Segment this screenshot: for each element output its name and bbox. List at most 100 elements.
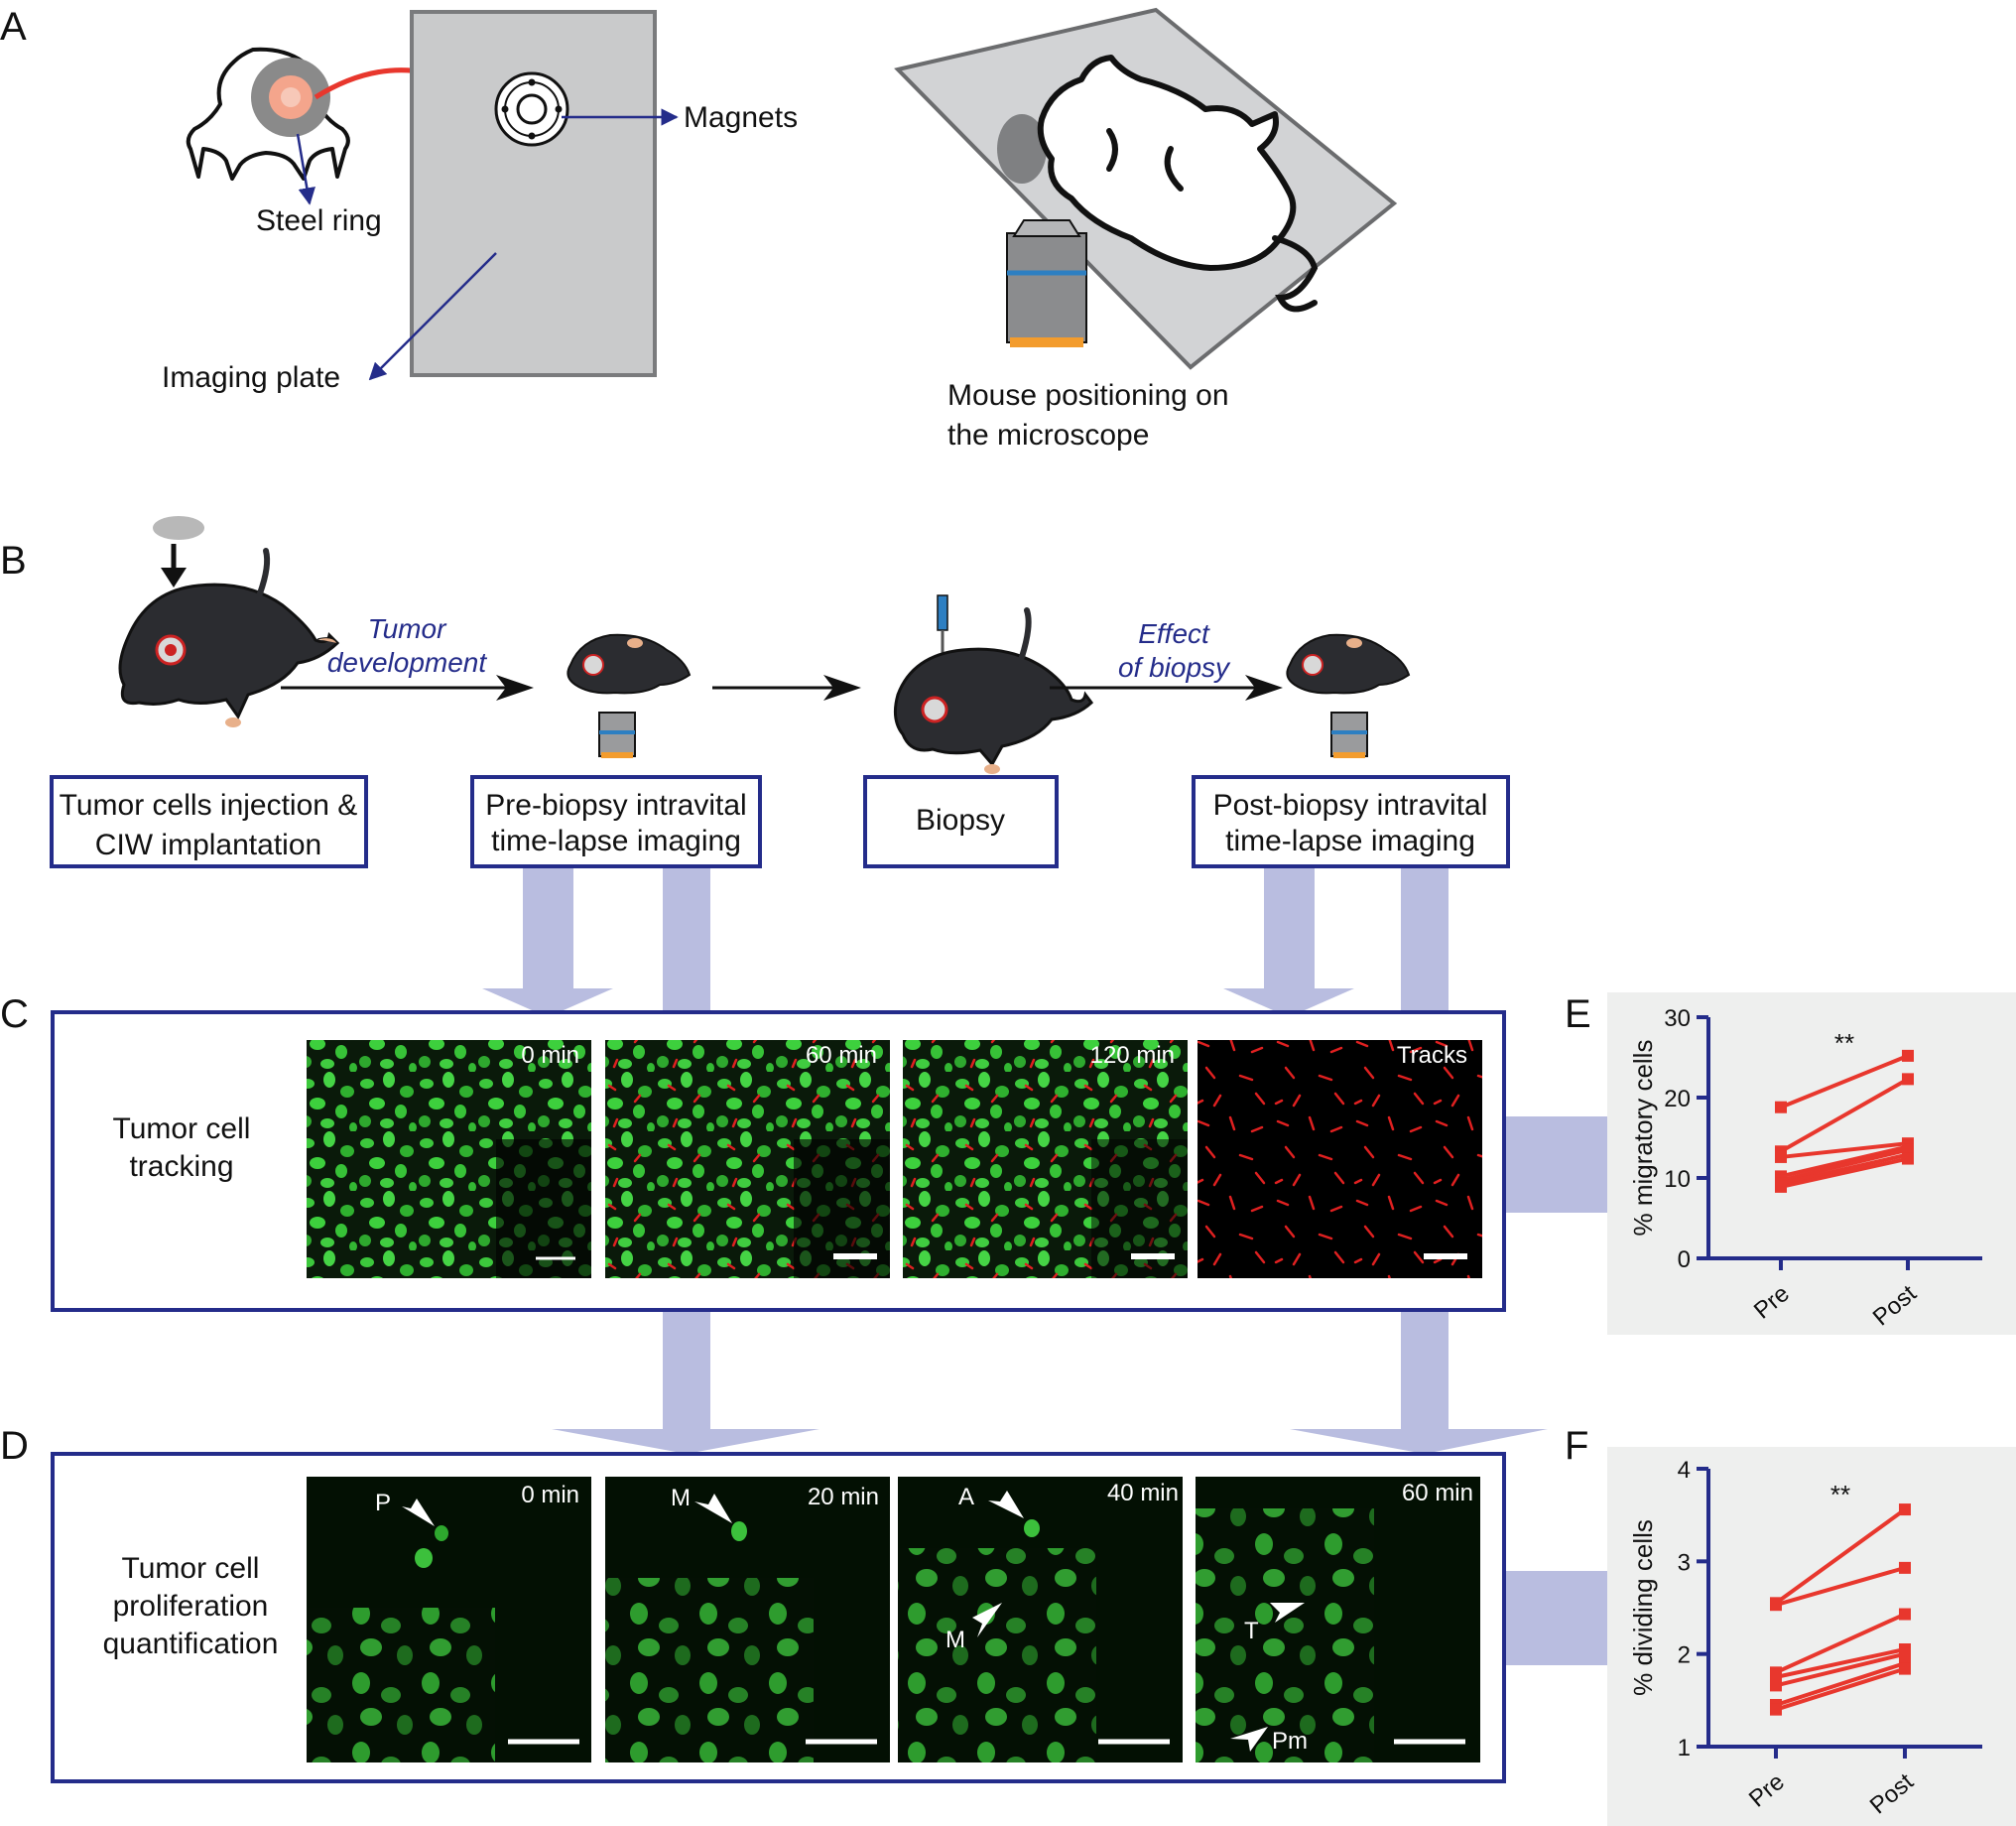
series-line-2 <box>1775 1565 1906 1608</box>
significance-label: ** <box>1830 1480 1850 1509</box>
steel-ring-label: Steel ring <box>256 204 382 237</box>
series-line-3 <box>1780 1141 1909 1159</box>
data-point-pre-7 <box>1775 1180 1787 1193</box>
mouse-positioning-label-line2: the microscope <box>947 419 1149 452</box>
box-pre-biopsy-imaging: Pre-biopsy intravital time-lapse imaging <box>470 775 762 868</box>
tracking-image-120min-label: 120 min <box>1090 1042 1175 1069</box>
arrowhead-t-icon <box>1270 1603 1305 1623</box>
tumor-development-label-line2: development <box>327 647 488 678</box>
microscope-setup-illustration <box>894 7 1398 370</box>
panel-letter-f: F <box>1565 1424 1588 1468</box>
tracking-image-60min-label: 60 min <box>806 1042 877 1069</box>
flow-arrow-c-to-d-pre <box>552 1310 819 1454</box>
mouse-head-illustration <box>186 47 350 181</box>
y-tick-label: 1 <box>1678 1735 1691 1761</box>
flow-arrow-d-to-f <box>1504 1533 1635 1722</box>
effect-of-biopsy-label-line1: Effect <box>1138 618 1210 649</box>
tracking-image-60min: 60 min <box>605 1040 890 1278</box>
panel-c-title-line1: Tumor cell <box>113 1112 251 1145</box>
panel-f-background <box>1607 1447 2016 1826</box>
y-tick-label: 4 <box>1678 1457 1691 1484</box>
magnet-ring-icon <box>494 71 569 147</box>
series-line-5 <box>1780 1147 1909 1183</box>
series-line-4 <box>1775 1647 1906 1679</box>
proliferation-image-60min-label: 60 min <box>1402 1480 1473 1506</box>
y-tick-label: 0 <box>1678 1246 1691 1273</box>
box-post-biopsy-line1: Post-biopsy intravital <box>1213 789 1488 822</box>
box-tumor-injection: Tumor cells injection & CIW implantation <box>50 775 368 868</box>
series-line-6 <box>1780 1152 1909 1186</box>
flow-arrow-post-to-c <box>1223 868 1354 1017</box>
arrowhead-pm-icon <box>1230 1727 1268 1752</box>
data-point-post-7 <box>1899 1662 1911 1675</box>
significance-label: ** <box>1834 1028 1854 1058</box>
tumor-cells-icon <box>153 516 204 540</box>
box-pre-biopsy-line2: time-lapse imaging <box>491 825 741 857</box>
tracking-image-tracks-label: Tracks <box>1397 1042 1467 1069</box>
box-tumor-injection-line1: Tumor cells injection & <box>60 789 358 822</box>
arrow-label-a: A <box>958 1484 974 1510</box>
panel-letter-c: C <box>0 992 29 1036</box>
box-post-biopsy-imaging: Post-biopsy intravital time-lapse imagin… <box>1192 775 1510 868</box>
arrowhead-m-icon <box>972 1603 1002 1637</box>
series-line-1 <box>1780 1054 1909 1109</box>
arrowhead-m-icon <box>694 1494 732 1523</box>
series-line-2 <box>1780 1077 1909 1154</box>
proliferation-image-0min: 0 min P <box>307 1477 591 1762</box>
arrow-label-t: T <box>1244 1618 1259 1644</box>
effect-of-biopsy-label-line2: of biopsy <box>1118 652 1231 683</box>
flow-bar-post <box>1401 868 1449 1012</box>
data-point-post-5 <box>1899 1647 1911 1660</box>
series-line-7 <box>1775 1666 1906 1712</box>
magnets-label: Magnets <box>684 101 798 134</box>
panel-d-title-line3: quantification <box>103 1628 279 1660</box>
proliferation-image-40min-label: 40 min <box>1107 1480 1179 1506</box>
box-biopsy: Biopsy <box>863 775 1059 868</box>
panel-letter-a: A <box>0 5 27 49</box>
arrowhead-a-icon <box>988 1491 1024 1518</box>
data-point-post-2 <box>1899 1561 1911 1574</box>
data-point-post-2 <box>1902 1073 1914 1086</box>
panel-e-background <box>1607 992 2016 1335</box>
data-point-post-3 <box>1899 1608 1911 1621</box>
y-tick-label: 20 <box>1664 1086 1691 1112</box>
data-point-post-1 <box>1899 1503 1911 1516</box>
y-tick-label: 30 <box>1664 1005 1691 1032</box>
series-line-7 <box>1780 1156 1909 1189</box>
box-biopsy-label: Biopsy <box>916 804 1005 837</box>
data-point-post-7 <box>1902 1152 1914 1165</box>
imaging-plate-label: Imaging plate <box>162 361 340 394</box>
arrow-label-m-first: M <box>671 1485 691 1511</box>
panel-letter-e: E <box>1565 992 1591 1036</box>
flow-bar-pre <box>663 868 710 1012</box>
y-axis-title: % migratory cells <box>1628 1040 1658 1237</box>
y-tick-label: 10 <box>1664 1166 1691 1193</box>
series-line-1 <box>1774 1507 1907 1605</box>
mouse-positioning-label-line1: Mouse positioning on <box>947 379 1229 412</box>
arrow-label-m-second: M <box>945 1627 965 1653</box>
data-point-pre-1 <box>1775 1101 1787 1113</box>
mouse-pre-imaging-illustration <box>567 633 692 758</box>
y-axis-title: % dividing cells <box>1628 1519 1658 1696</box>
arrowhead-p-icon <box>402 1499 435 1526</box>
flow-arrows <box>482 868 1635 1722</box>
arrow-effect-of-biopsy-head <box>1245 675 1283 701</box>
box-tumor-injection-line2: CIW implantation <box>95 829 321 861</box>
series-line-6 <box>1775 1661 1906 1707</box>
flow-arrow-c-to-e <box>1504 1082 1635 1268</box>
tumor-development-label-line1: Tumor <box>368 613 447 644</box>
biopsy-needle-icon <box>937 594 948 631</box>
box-pre-biopsy-line1: Pre-biopsy intravital <box>485 789 746 822</box>
data-point-pre-3 <box>1775 1150 1787 1163</box>
proliferation-image-20min: 20 min M <box>605 1477 890 1762</box>
arrow-label-p: P <box>375 1490 391 1516</box>
steel-ring-pointer <box>296 133 315 205</box>
flow-arrow-pre-to-c <box>482 868 613 1017</box>
mouse-post-imaging-illustration <box>1286 633 1411 758</box>
proliferation-image-40min: 40 min A M <box>898 1477 1183 1762</box>
tracking-image-120min: 120 min <box>903 1040 1188 1278</box>
y-tick-label: 3 <box>1678 1549 1691 1576</box>
proliferation-image-60min: 60 min T Pm <box>1196 1477 1480 1762</box>
series-line-5 <box>1775 1651 1906 1688</box>
